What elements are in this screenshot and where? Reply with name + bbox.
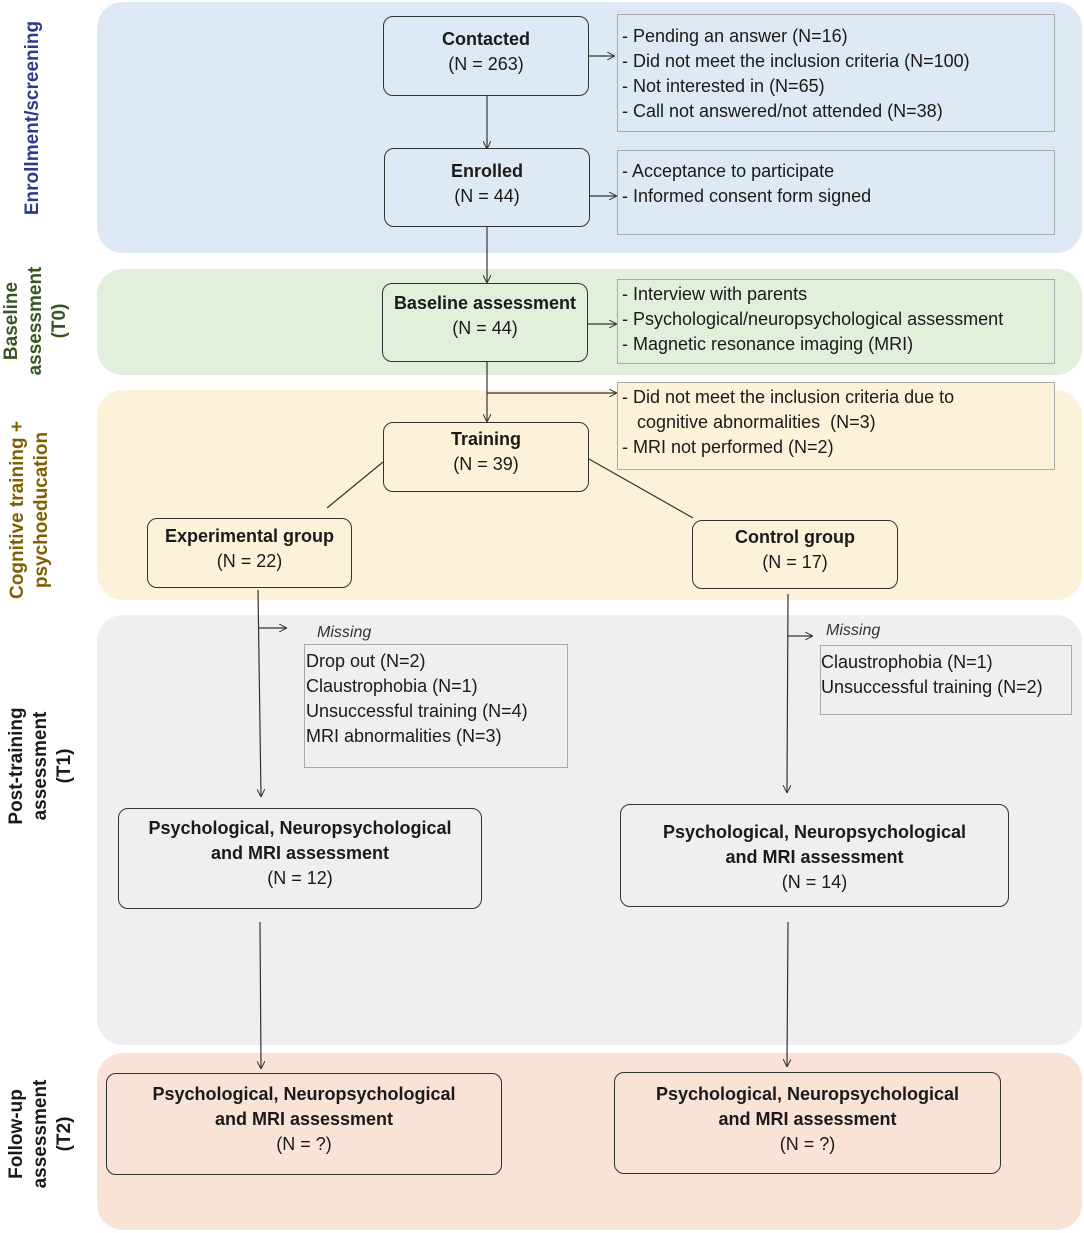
contacted-box: Contacted(N = 263) (383, 16, 589, 96)
note-line: - Informed consent form signed (622, 186, 872, 206)
note-line: Unsuccessful training (N=4) (306, 701, 528, 721)
missing-label-control: Missing (826, 622, 881, 639)
control-group-box: Control group(N = 17) (692, 520, 898, 589)
baseline-notes: - Interview with parents - Psychological… (617, 279, 1055, 364)
note-line: Unsuccessful training (N=2) (821, 677, 1043, 697)
enrolled-box: Enrolled(N = 44) (384, 148, 590, 227)
note-line: Claustrophobia (N=1) (306, 676, 478, 696)
note-line: - Psychological/neuropsychological asses… (622, 309, 1004, 329)
note-line: MRI abnormalities (N=3) (306, 726, 502, 746)
note-line: - Pending an answer (N=16) (622, 26, 848, 46)
note-line: - Magnetic resonance imaging (MRI) (622, 334, 914, 354)
note-line: - Interview with parents (622, 284, 808, 304)
missing-notes-experimental: Drop out (N=2) Claustrophobia (N=1) Unsu… (304, 644, 568, 768)
baseline-box: Baseline assessment(N = 44) (382, 283, 588, 362)
missing-label-experimental: Missing (317, 624, 372, 641)
note-line: Claustrophobia (N=1) (821, 652, 993, 672)
contacted-notes: - Pending an answer (N=16) - Did not mee… (617, 14, 1055, 132)
experimental-group-box: Experimental group(N = 22) (147, 518, 352, 588)
note-line: Drop out (N=2) (306, 651, 426, 671)
note-line: - MRI not performed (N=2) (622, 437, 834, 457)
note-line: - Call not answered/not attended (N=38) (622, 101, 943, 121)
note-line: - Did not meet the inclusion criteria (N… (622, 51, 970, 71)
enrolled-notes: - Acceptance to participate - Informed c… (617, 150, 1055, 235)
note-line: - Not interested in (N=65) (622, 76, 825, 96)
training-box: Training(N = 39) (383, 422, 589, 492)
missing-notes-control: Claustrophobia (N=1) Unsuccessful traini… (820, 645, 1072, 715)
note-line: - Acceptance to participate (622, 161, 835, 181)
training-notes: - Did not meet the inclusion criteria du… (617, 382, 1055, 470)
note-line: - Did not meet the inclusion criteria du… (622, 387, 955, 407)
note-line: cognitive abnormalities (N=3) (622, 412, 876, 432)
